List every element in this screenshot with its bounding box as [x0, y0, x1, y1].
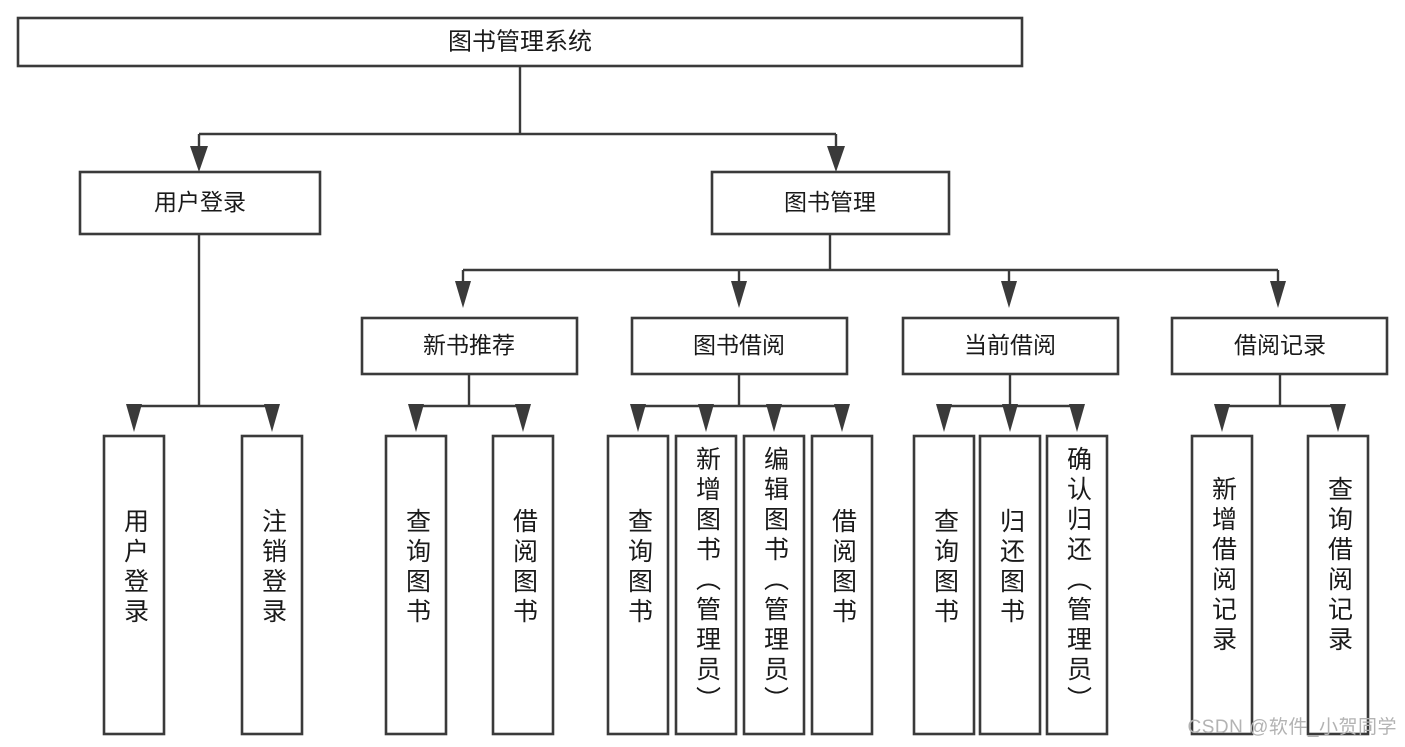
arrow-head-leaf-borrow-book-1 [515, 404, 531, 432]
node-leaf-borrow-book-2-box[interactable] [810, 434, 874, 736]
node-book-borrow-box[interactable] [630, 316, 849, 376]
arrow-head-leaf-query-book-2 [630, 404, 646, 432]
arrow-head-new-book-recommend [455, 281, 471, 308]
node-leaf-query-book-3-box[interactable] [912, 434, 976, 736]
node-borrow-record-box[interactable] [1170, 316, 1389, 376]
arrow-head-leaf-confirm-return [1069, 404, 1085, 432]
node-book-management[interactable]: 图书管理 [710, 170, 951, 236]
node-book-management-box[interactable] [710, 170, 951, 236]
node-borrow-record[interactable]: 借阅记录 [1170, 316, 1389, 376]
node-current-borrow[interactable]: 当前借阅 [901, 316, 1120, 376]
node-leaf-add-book-box[interactable] [674, 434, 738, 736]
node-book-borrow-label: 图书借阅 [693, 332, 785, 358]
arrow-head-leaf-logout-login [264, 404, 280, 432]
node-user-login-box[interactable] [78, 170, 322, 236]
node-current-borrow-label: 当前借阅 [964, 332, 1056, 358]
arrow-head-current-borrow [1001, 281, 1017, 308]
arrow-head-leaf-query-book-1 [408, 404, 424, 432]
csdn-watermark: CSDN @软件_小贺同学 [1187, 717, 1397, 738]
node-leaf-query-record-box[interactable] [1306, 434, 1370, 736]
node-leaf-confirm-return-box[interactable] [1045, 434, 1109, 736]
arrow-head-leaf-query-record [1330, 404, 1346, 432]
arrow-head-leaf-edit-book [766, 404, 782, 432]
node-leaf-user-login-box[interactable] [102, 434, 166, 736]
connector-group-current-borrow [936, 375, 1085, 432]
node-root-box[interactable] [16, 16, 1024, 68]
node-leaf-logout-login-box[interactable] [240, 434, 304, 736]
node-leaf-query-book-2-box[interactable] [606, 434, 670, 736]
node-leaf-add-record-box[interactable] [1190, 434, 1254, 736]
node-root[interactable]: 图书管理系统 [16, 16, 1024, 68]
connector-group-root [190, 66, 845, 172]
node-new-book-recommend-box[interactable] [360, 316, 579, 376]
arrow-head-leaf-return-book [1002, 404, 1018, 432]
arrow-head-leaf-add-record [1214, 404, 1230, 432]
node-book-management-label: 图书管理 [784, 189, 876, 215]
node-book-borrow[interactable]: 图书借阅 [630, 316, 849, 376]
arrow-head-leaf-borrow-book-2 [834, 404, 850, 432]
node-new-book-recommend-label: 新书推荐 [423, 332, 515, 358]
connector-group-new-book-recommend [408, 375, 531, 432]
arrow-head-user-login [190, 146, 208, 172]
node-leaf-edit-book-box[interactable] [742, 434, 806, 736]
arrow-head-leaf-user-login [126, 404, 142, 432]
arrow-head-borrow-record [1270, 281, 1286, 308]
node-user-login-label: 用户登录 [154, 189, 246, 215]
arrow-head-book-management [827, 146, 845, 172]
node-new-book-recommend[interactable]: 新书推荐 [360, 316, 579, 376]
node-leaf-return-book-box[interactable] [978, 434, 1042, 736]
node-leaf-query-book-1-box[interactable] [384, 434, 448, 736]
arrow-head-book-borrow [731, 281, 747, 308]
node-current-borrow-box[interactable] [901, 316, 1120, 376]
connector-group-book-management [455, 234, 1286, 308]
node-root-label: 图书管理系统 [448, 28, 592, 55]
arrow-head-leaf-query-book-3 [936, 404, 952, 432]
node-user-login[interactable]: 用户登录 [78, 170, 322, 236]
connector-group-user-login [126, 234, 280, 432]
node-leaf-borrow-book-1-box[interactable] [491, 434, 555, 736]
connector-group-book-borrow [630, 375, 850, 432]
connector-group-borrow-record [1214, 375, 1346, 432]
node-borrow-record-label: 借阅记录 [1234, 332, 1326, 358]
arrow-head-leaf-add-book [698, 404, 714, 432]
